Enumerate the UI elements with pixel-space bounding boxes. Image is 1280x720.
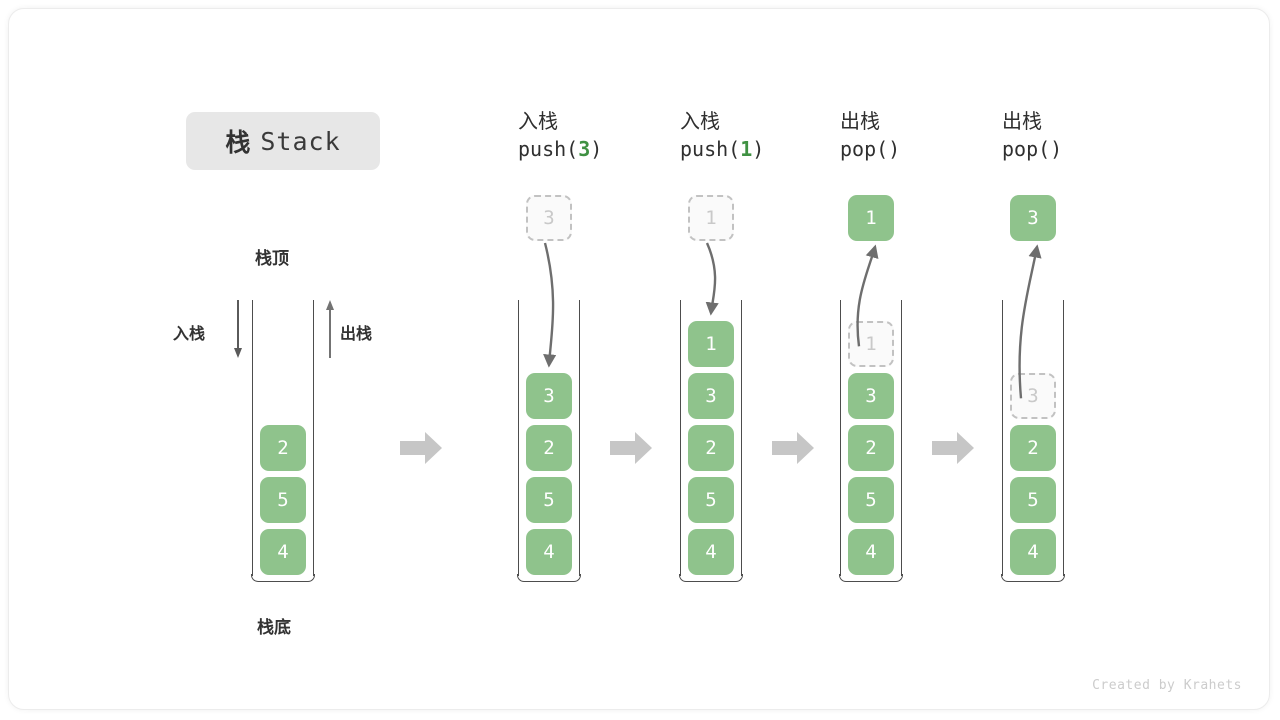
column-op-label: 入栈 (680, 109, 720, 133)
stack-cell-push-3-3: 3 (526, 373, 572, 419)
stack-cell-pop-1-5: 5 (848, 477, 894, 523)
stack-wall-left (840, 300, 841, 576)
stack-cell-initial-4: 4 (260, 529, 306, 575)
stack-wall-right (741, 300, 742, 576)
stack-wall-right (579, 300, 580, 576)
title-cjk: 栈 (225, 128, 252, 157)
step-transition-arrow-3-icon (770, 428, 816, 468)
column-op-label: 出栈 (1002, 109, 1042, 133)
floating-cell-pop-3: 3 (1010, 195, 1056, 241)
stack-wall-left (1002, 300, 1003, 576)
op-code-argument: 1 (740, 137, 753, 161)
op-code-suffix: ) (752, 137, 765, 161)
stack-floor (839, 574, 903, 582)
stack-cell-pop-3-5: 5 (1010, 477, 1056, 523)
stack-wall-right (1063, 300, 1064, 576)
op-code-prefix: push( (680, 137, 741, 161)
column-op-code: pop() (1002, 134, 1062, 164)
op-code-prefix: push( (518, 137, 579, 161)
stack-cell-push-1-2: 2 (688, 425, 734, 471)
column-op-code: push(1) (680, 134, 764, 164)
stack-wall-right (901, 300, 902, 576)
step-transition-arrow-4-icon (930, 428, 976, 468)
stack-floor (679, 574, 743, 582)
stack-top-label: 栈顶 (255, 249, 289, 269)
stack-cell-push-1-3: 3 (688, 373, 734, 419)
op-code-argument: 3 (578, 137, 591, 161)
floating-cell-push-3: 3 (526, 195, 572, 241)
stack-cell-push-3-4: 4 (526, 529, 572, 575)
op-code-suffix: ) (888, 137, 901, 161)
column-op-label: 出栈 (840, 109, 880, 133)
stack-wall-left (680, 300, 681, 576)
op-code-suffix: ) (590, 137, 603, 161)
stack-cell-push-1-5: 5 (688, 477, 734, 523)
stack-cell-initial-5: 5 (260, 477, 306, 523)
stack-wall-right (313, 300, 314, 576)
stack-cell-push-3-5: 5 (526, 477, 572, 523)
stack-cell-pop-1-3: 3 (848, 373, 894, 419)
op-code-prefix: pop( (1002, 137, 1051, 161)
push-direction-label: 入栈 (173, 324, 206, 343)
stack-floor (251, 574, 315, 582)
step-transition-arrow-2-icon (608, 428, 654, 468)
pop-direction-label: 出栈 (340, 324, 373, 343)
title-badge: 栈 Stack (186, 112, 380, 170)
stack-cell-pop-1-4: 4 (848, 529, 894, 575)
column-op-label: 入栈 (518, 109, 558, 133)
stack-cell-initial-2: 2 (260, 425, 306, 471)
op-code-suffix: ) (1050, 137, 1063, 161)
title-english: Stack (260, 126, 341, 156)
step-transition-arrow-1-icon (398, 428, 444, 468)
stack-cell-pop-3-2: 2 (1010, 425, 1056, 471)
watermark: Created by Krahets (1092, 678, 1242, 693)
floating-cell-pop-1: 1 (848, 195, 894, 241)
stack-floor (1001, 574, 1065, 582)
floating-cell-push-1: 1 (688, 195, 734, 241)
stack-wall-left (518, 300, 519, 576)
column-op-code: push(3) (518, 134, 602, 164)
stack-wall-left (252, 300, 253, 576)
stack-cell-pop-3-3: 3 (1010, 373, 1056, 419)
stack-cell-pop-1-2: 2 (848, 425, 894, 471)
stack-floor (517, 574, 581, 582)
stack-cell-pop-1-1: 1 (848, 321, 894, 367)
stack-cell-pop-3-4: 4 (1010, 529, 1056, 575)
stack-cell-push-1-1: 1 (688, 321, 734, 367)
stack-bottom-label: 栈底 (257, 618, 291, 638)
op-code-prefix: pop( (840, 137, 889, 161)
column-op-code: pop() (840, 134, 900, 164)
stack-cell-push-3-2: 2 (526, 425, 572, 471)
stack-cell-push-1-4: 4 (688, 529, 734, 575)
